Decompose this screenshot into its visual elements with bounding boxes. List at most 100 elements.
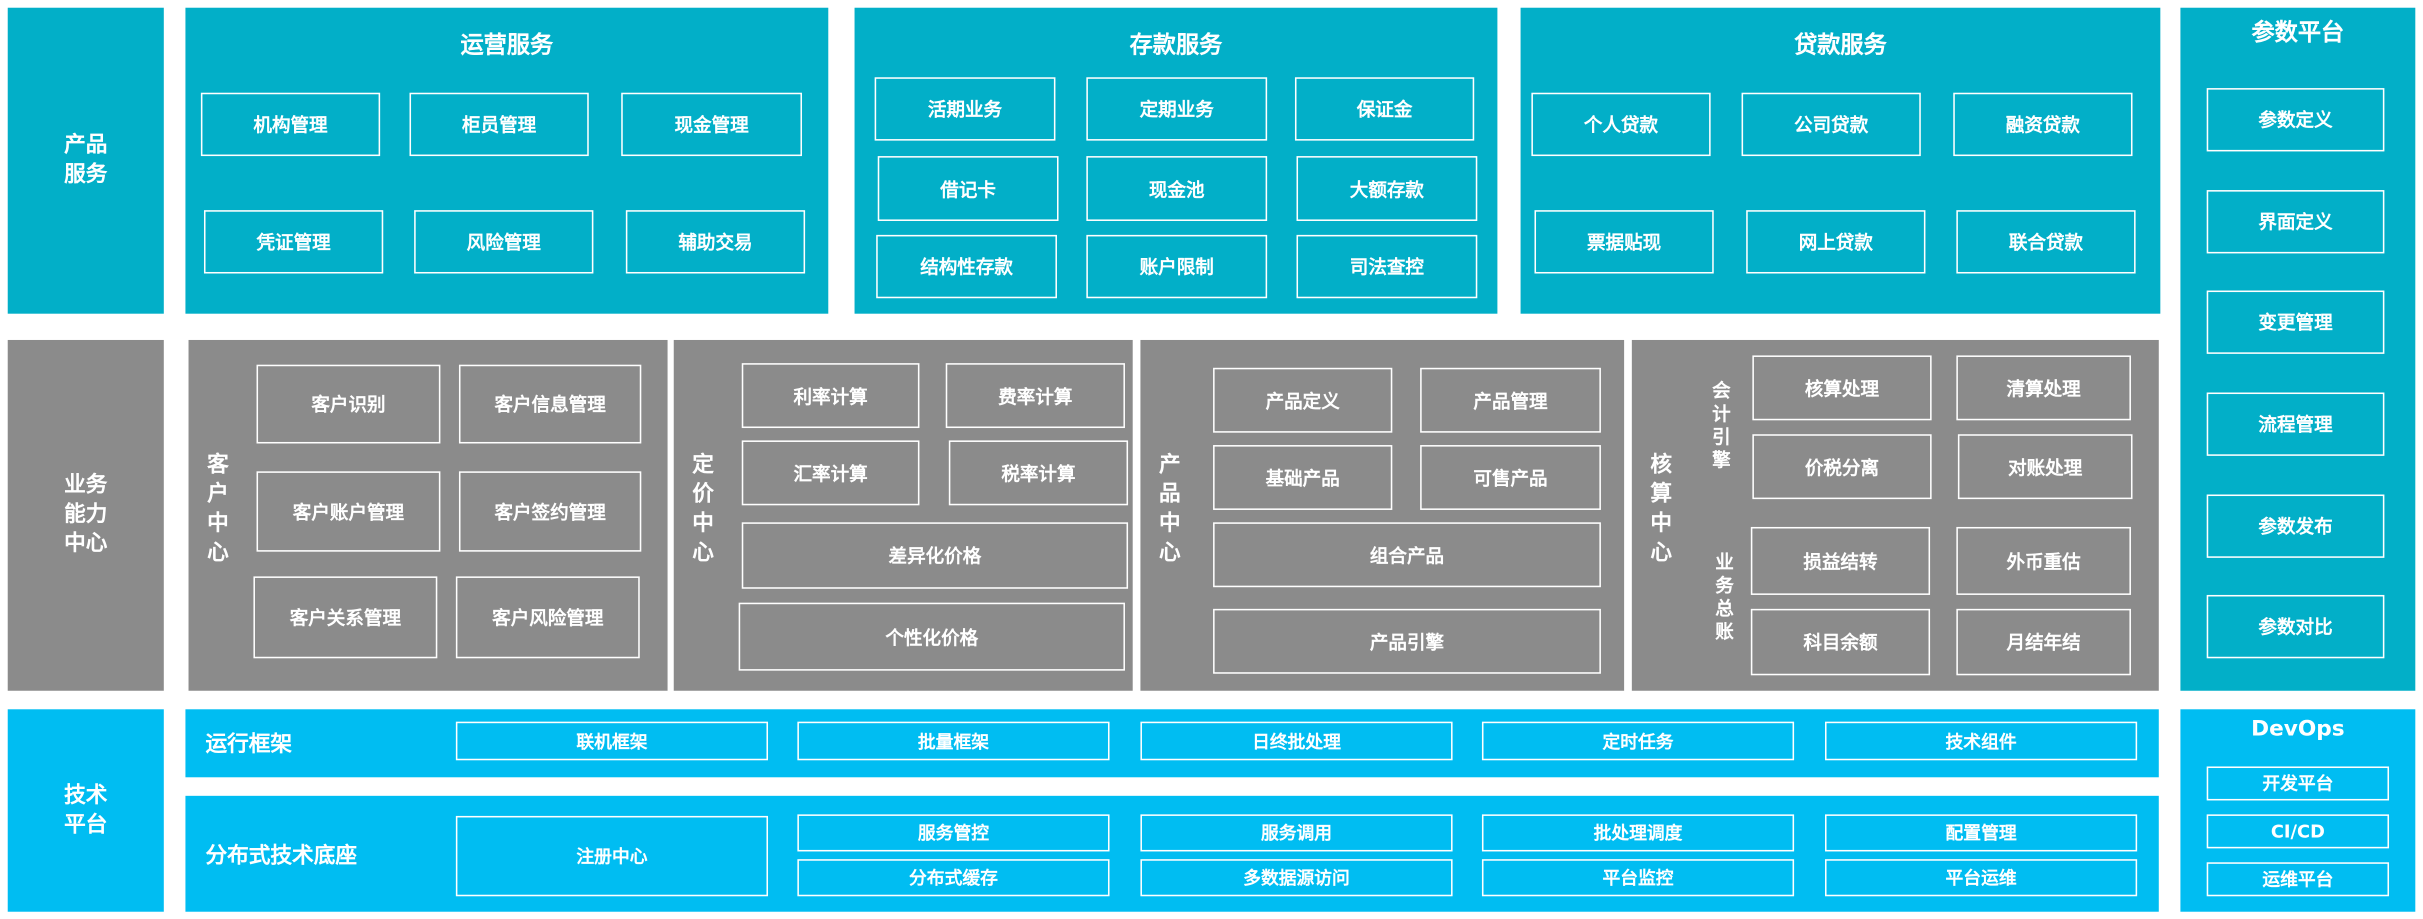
customer-item[interactable]: 客户识别 [256,364,441,444]
devops-title: DevOps [2251,717,2345,742]
product-center-panel: 产品中心 产品定义产品管理基础产品可售产品组合产品产品引擎 [1140,339,1625,691]
ops-title: 运营服务 [460,30,554,59]
productc-item[interactable]: 可售产品 [1420,445,1601,510]
productc-item[interactable]: 基础产品 [1213,445,1393,510]
param-item[interactable]: 参数发布 [2206,494,2385,558]
param-item[interactable]: 变更管理 [2206,290,2385,354]
ops-item[interactable]: 现金管理 [621,92,803,157]
runtime-item[interactable]: 技术组件 [1824,721,2138,761]
param-platform-panel: 参数平台参数定义界面定义变更管理流程管理参数发布参数对比 [2180,7,2416,691]
deposit-item[interactable]: 活期业务 [874,77,1056,141]
layer-tech-label: 技术平台 [64,782,108,837]
accounting-item[interactable]: 对账处理 [1957,434,2133,500]
accounting-item[interactable]: 科目余额 [1750,608,1931,676]
deposit-service-panel: 存款服务活期业务定期业务保证金借记卡现金池大额存款结构性存款账户限制司法查控 [854,7,1498,314]
distributed-item[interactable]: 配置管理 [1824,814,2138,852]
pricing-center-panel: 定价中心 利率计算费率计算汇率计算税率计算差异化价格个性化价格 [673,339,1133,691]
runtime-item[interactable]: 日终批处理 [1140,721,1453,761]
runtime-item[interactable]: 联机框架 [455,721,769,761]
devops-panel: DevOps 开发平台 CI/CD 运维平台 [2180,709,2416,912]
deposit-item[interactable]: 保证金 [1294,77,1475,141]
accounting-center-panel: 核算中心 会计引擎 业务总账 核算处理清算处理价税分离对账处理损益结转外币重估科目… [1631,339,2159,691]
devops-item[interactable]: 运维平台 [2206,862,2390,897]
distributed-title: 分布式技术底座 [205,842,357,868]
deposit-title: 存款服务 [1129,30,1223,59]
deposit-item[interactable]: 结构性存款 [876,234,1057,299]
devops-item[interactable]: CI/CD [2206,814,2390,849]
ops-service-panel: 运营服务机构管理柜员管理现金管理凭证管理风险管理辅助交易 [185,7,829,314]
accounting-item[interactable]: 清算处理 [1956,355,2131,421]
distributed-item[interactable]: 注册中心 [455,815,769,897]
distributed-item[interactable]: 分布式缓存 [797,859,1110,897]
devops-item[interactable]: 开发平台 [2206,766,2390,801]
accounting-engine-label: 会计引擎 [1712,380,1731,472]
accounting-item[interactable]: 月结年结 [1956,608,2131,676]
distributed-item[interactable]: 多数据源访问 [1140,859,1453,897]
customer-title: 客户中心 [207,452,229,566]
accounting-item[interactable]: 核算处理 [1752,355,1932,421]
pricing-title: 定价中心 [692,452,714,566]
pricing-item[interactable]: 差异化价格 [741,522,1129,589]
deposit-item[interactable]: 司法查控 [1296,234,1478,299]
deposit-item[interactable]: 大额存款 [1296,156,1478,221]
ops-item[interactable]: 风险管理 [414,210,594,274]
runtime-item[interactable]: 批量框架 [797,721,1110,761]
param-title: 参数平台 [2251,18,2345,47]
layer-product: 产品服务 [7,7,164,314]
runtime-title: 运行框架 [205,732,293,758]
customer-center-panel: 客户中心 客户识别客户信息管理客户账户管理客户签约管理客户关系管理客户风险管理 [188,339,668,691]
customer-item[interactable]: 客户风险管理 [455,576,640,659]
distributed-item[interactable]: 批处理调度 [1481,814,1795,852]
distributed-item[interactable]: 服务调用 [1140,814,1453,852]
accounting-item[interactable]: 价税分离 [1752,434,1932,500]
loan-item[interactable]: 网上贷款 [1746,210,1926,274]
loan-item[interactable]: 联合贷款 [1956,210,2136,274]
accounting-item[interactable]: 损益结转 [1750,526,1931,595]
loan-item[interactable]: 公司贷款 [1741,92,1921,157]
accounting-item[interactable]: 外币重估 [1956,526,2131,595]
deposit-item[interactable]: 现金池 [1086,156,1268,221]
loan-item[interactable]: 融资贷款 [1953,92,2133,157]
loan-item[interactable]: 票据贴现 [1534,210,1714,274]
distributed-base-panel: 分布式技术底座注册中心服务管控服务调用批处理调度配置管理分布式缓存多数据源访问平… [185,795,2159,912]
ops-item[interactable]: 辅助交易 [625,210,806,274]
general-ledger-label: 业务总账 [1715,551,1734,643]
ops-item[interactable]: 机构管理 [200,92,381,157]
pricing-item[interactable]: 税率计算 [948,440,1129,506]
productc-item[interactable]: 产品引擎 [1213,608,1601,674]
param-item[interactable]: 流程管理 [2206,392,2385,456]
customer-item[interactable]: 客户签约管理 [458,471,642,552]
distributed-item[interactable]: 平台运维 [1824,859,2138,897]
productc-item[interactable]: 产品管理 [1420,367,1601,433]
customer-item[interactable]: 客户信息管理 [458,364,642,444]
deposit-item[interactable]: 定期业务 [1086,77,1268,141]
ops-item[interactable]: 凭证管理 [203,210,384,274]
param-item[interactable]: 界面定义 [2206,190,2385,254]
deposit-item[interactable]: 账户限制 [1086,234,1268,299]
param-item[interactable]: 参数对比 [2206,594,2385,659]
loan-title: 贷款服务 [1794,30,1887,59]
layer-product-label: 产品服务 [64,132,108,187]
runtime-framework-panel: 运行框架 联机框架批量框架日终批处理定时任务技术组件 [185,709,2159,778]
ops-item[interactable]: 柜员管理 [409,92,589,157]
layer-capability: 业务能力中心 [7,339,164,691]
product-center-title: 产品中心 [1158,452,1181,566]
customer-item[interactable]: 客户账户管理 [256,471,441,552]
pricing-item[interactable]: 费率计算 [945,363,1125,429]
deposit-item[interactable]: 借记卡 [877,156,1059,221]
runtime-item[interactable]: 定时任务 [1481,721,1795,761]
productc-item[interactable]: 组合产品 [1213,522,1601,588]
pricing-item[interactable]: 利率计算 [741,363,920,429]
distributed-item[interactable]: 平台监控 [1481,859,1795,897]
loan-service-panel: 贷款服务个人贷款公司贷款融资贷款票据贴现网上贷款联合贷款 [1520,7,2161,314]
distributed-item[interactable]: 服务管控 [797,814,1110,852]
param-item[interactable]: 参数定义 [2206,88,2385,152]
accounting-title: 核算中心 [1650,452,1673,566]
pricing-item[interactable]: 个性化价格 [738,602,1125,671]
loan-item[interactable]: 个人贷款 [1531,92,1711,157]
productc-item[interactable]: 产品定义 [1213,367,1393,433]
layer-capability-label: 业务能力中心 [64,472,108,557]
customer-item[interactable]: 客户关系管理 [253,576,438,659]
pricing-item[interactable]: 汇率计算 [741,440,920,506]
